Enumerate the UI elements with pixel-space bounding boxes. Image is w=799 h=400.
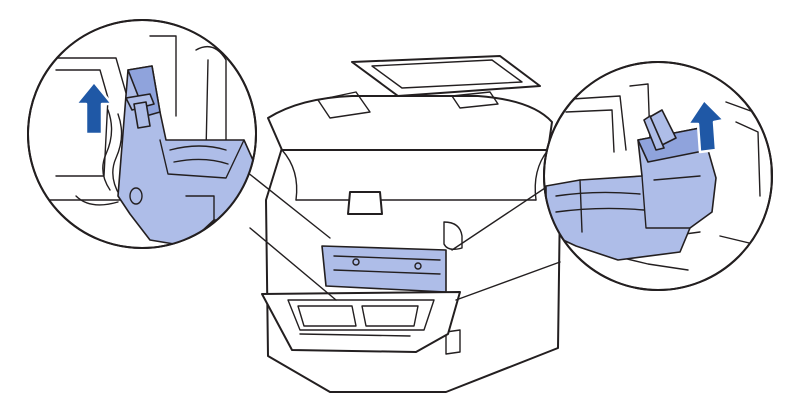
arrow-up-icon (74, 80, 114, 136)
back-cover (261, 291, 461, 353)
left-lever[interactable] (125, 93, 155, 111)
printer-lid (267, 95, 553, 151)
feeder-guide (317, 91, 371, 119)
back-cover-panel (261, 291, 461, 353)
right-fuser-part (545, 127, 717, 261)
callout-lines (241, 167, 561, 301)
side-latch (443, 221, 463, 251)
right-detail (543, 61, 773, 291)
power-socket (445, 329, 461, 355)
rear-handle (347, 191, 383, 215)
feeder-tray (371, 59, 523, 89)
arrow-up-curved-icon (686, 98, 726, 154)
printer-fuser-unit (321, 245, 447, 293)
left-detail (27, 19, 257, 249)
feeder-stopper (451, 91, 499, 109)
